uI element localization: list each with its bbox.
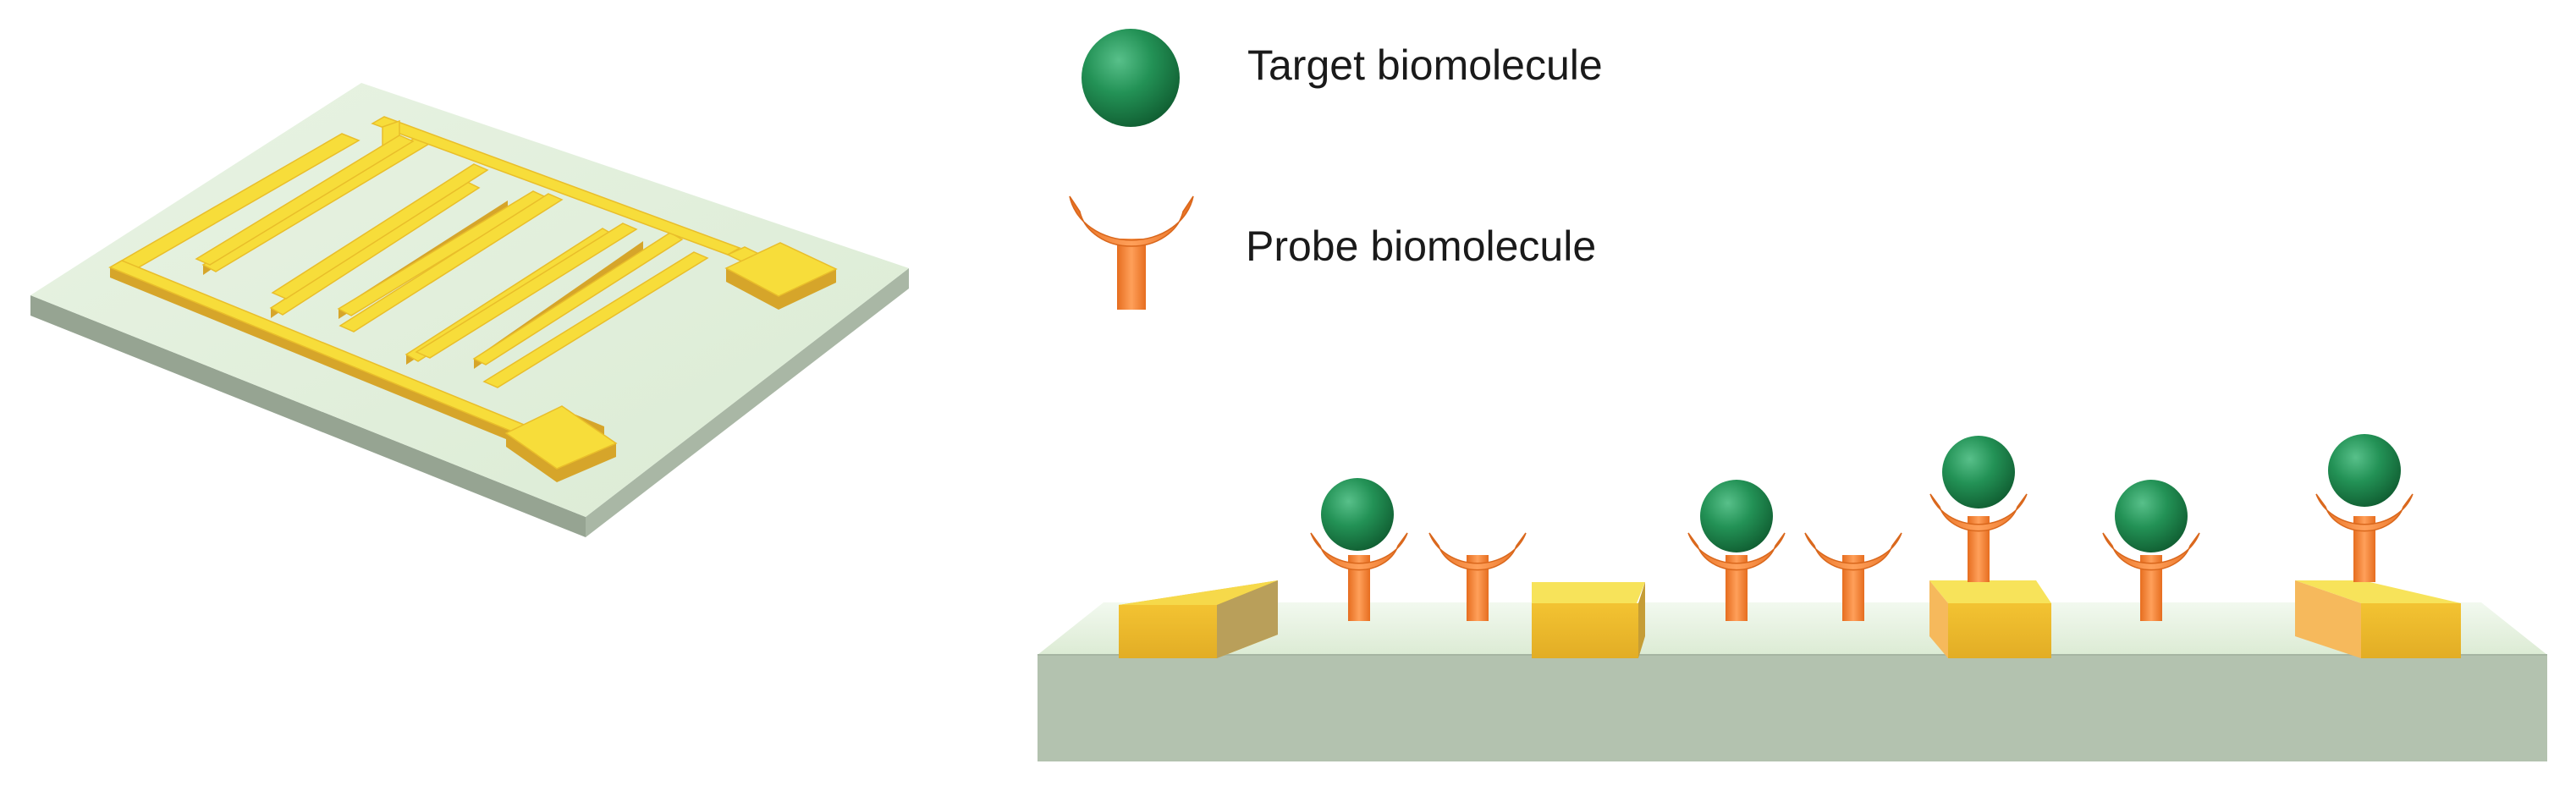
chip-interdigitated-electrodes <box>108 116 838 470</box>
target-biomolecule <box>2115 480 2188 552</box>
cross-section-substrate-front <box>1038 655 2547 761</box>
target-biomolecule <box>2328 434 2401 507</box>
target-biomolecule <box>1942 436 2015 508</box>
chip-contact-pad-bottom <box>504 405 618 470</box>
target-biomolecule-legend-icon <box>1082 29 1180 127</box>
cross-section-electrode-3 <box>1929 580 2051 658</box>
biosensor-cross-section <box>1038 434 2547 761</box>
cross-section-electrode-2 <box>1532 582 1645 658</box>
target-biomolecule-label: Target biomolecule <box>1247 41 1603 89</box>
target-biomolecule <box>1321 478 1394 551</box>
chip-substrate-left-side <box>30 295 586 537</box>
target-biomolecule <box>1700 480 1773 552</box>
chip-substrate-right-side <box>586 268 909 537</box>
probe-biomolecule-label: Probe biomolecule <box>1246 223 1596 270</box>
probe-biomolecule-legend-icon <box>1069 195 1194 310</box>
cross-section-electrode-4 <box>2295 580 2461 658</box>
cross-section-electrode-1 <box>1119 580 1278 658</box>
cross-section-substrate-top <box>1038 602 2547 655</box>
electrode-chip-illustration <box>30 83 909 537</box>
legend: Target biomolecule Probe biomolecule <box>1069 29 1603 310</box>
probe-biomolecule <box>2315 493 2414 583</box>
chip-contact-pad-top <box>724 242 838 297</box>
